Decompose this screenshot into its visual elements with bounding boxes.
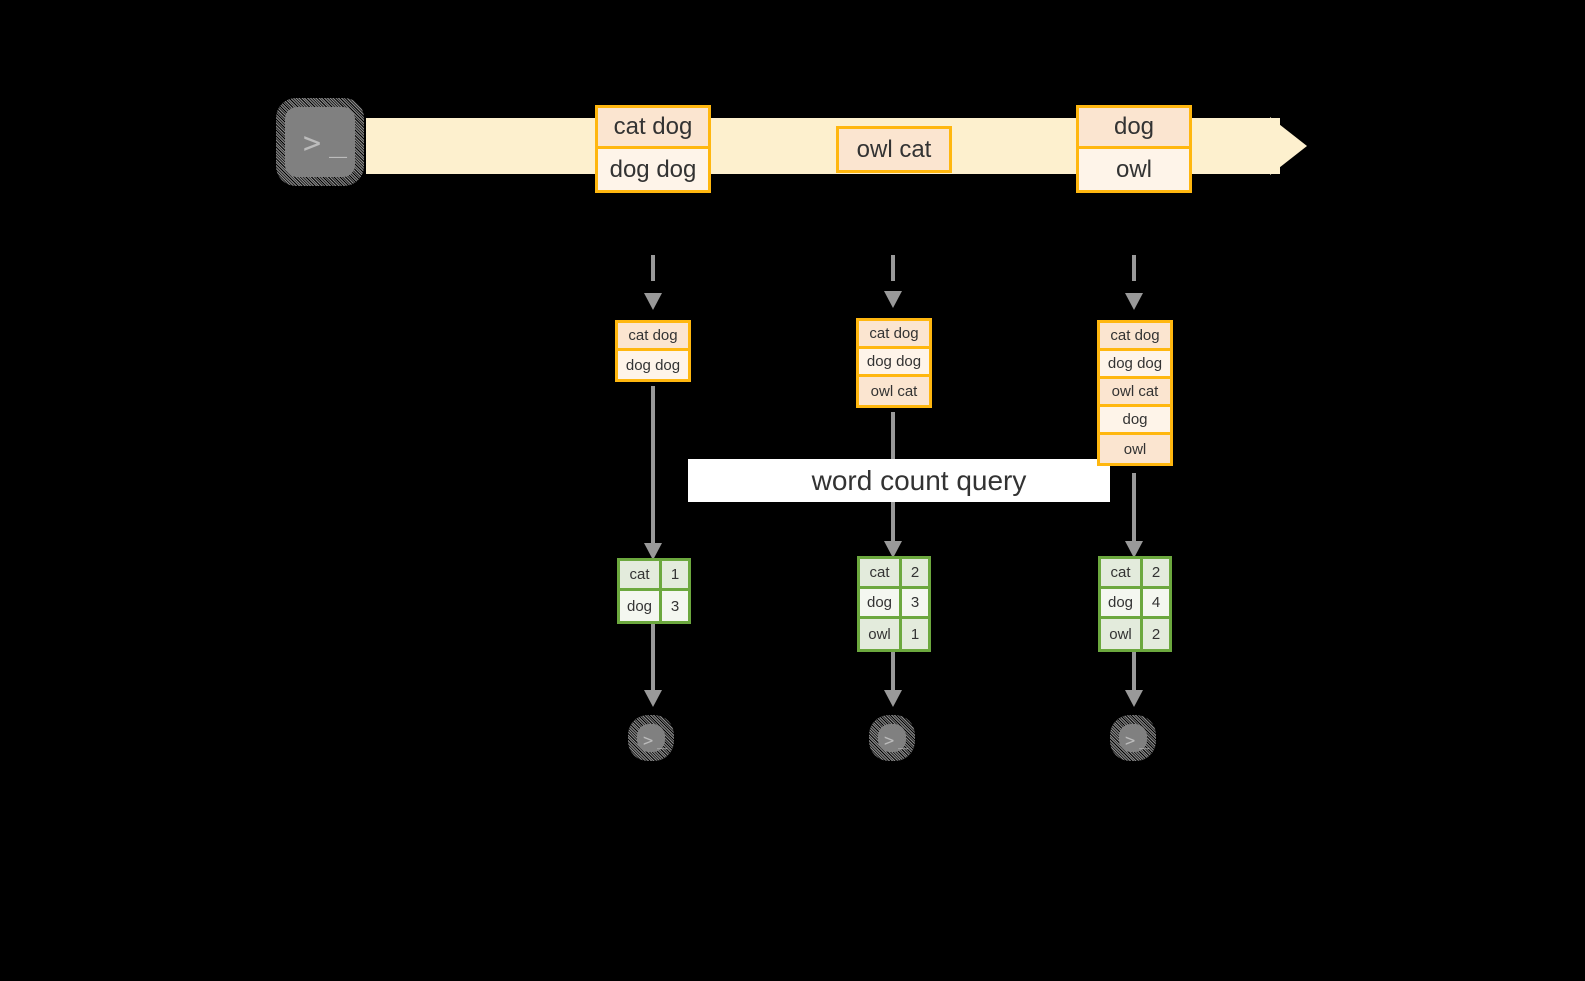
terminal-prompt-icon: > (303, 126, 322, 161)
state-2-line-1: cat dog (859, 321, 929, 349)
state-3-line-1: cat dog (1100, 323, 1170, 351)
table-row: owl 1 (860, 619, 928, 649)
sink-arrow-3-icon (1125, 690, 1143, 707)
query-line-3 (1132, 473, 1136, 543)
result-3-val-1: 2 (1143, 559, 1169, 586)
terminal-body (637, 724, 665, 752)
stream-batch-2-line-1: owl cat (839, 129, 949, 170)
state-1-line-2: dog dog (618, 351, 688, 379)
result-1-val-1: 1 (662, 561, 688, 588)
query-label-band: word count query (688, 459, 1110, 502)
result-1-val-2: 3 (662, 591, 688, 621)
result-table-2[interactable]: cat 2 dog 3 owl 1 (857, 556, 931, 652)
terminal-body (878, 724, 906, 752)
terminal-prompt-icon: > (643, 731, 654, 751)
result-3-val-3: 2 (1143, 619, 1169, 649)
table-row: dog 3 (620, 591, 688, 621)
sink-arrow-1-icon (644, 690, 662, 707)
stream-batch-3-line-2: owl (1079, 149, 1189, 190)
state-3-line-4: dog (1100, 407, 1170, 435)
result-2-val-3: 1 (902, 619, 928, 649)
drop-line-2 (891, 255, 895, 297)
state-2-line-3: owl cat (859, 377, 929, 405)
state-snapshot-1[interactable]: cat dog dog dog (615, 320, 691, 382)
result-3-key-1: cat (1101, 559, 1143, 586)
result-1-key-1: cat (620, 561, 662, 588)
query-arrow-2-icon (884, 541, 902, 558)
drop-line-1 (651, 255, 655, 297)
result-2-val-1: 2 (902, 559, 928, 586)
query-arrow-3-icon (1125, 541, 1143, 558)
terminal-prompt-icon: > (884, 731, 895, 751)
stream-batch-2[interactable]: owl cat (836, 126, 952, 173)
table-row: dog 3 (860, 589, 928, 619)
stream-batch-1[interactable]: cat dog dog dog (595, 105, 711, 193)
result-3-key-3: owl (1101, 619, 1143, 649)
state-snapshot-3[interactable]: cat dog dog dog owl cat dog owl (1097, 320, 1173, 466)
table-row: owl 2 (1101, 619, 1169, 649)
table-row: cat 1 (620, 561, 688, 591)
terminal-cursor-icon: _ (898, 730, 909, 750)
drop-arrow-2-icon (884, 291, 902, 308)
result-3-val-2: 4 (1143, 589, 1169, 616)
query-label-text: word count query (811, 464, 1027, 496)
stream-batch-1-line-1: cat dog (598, 108, 708, 149)
state-3-line-2: dog dog (1100, 351, 1170, 379)
result-1-key-2: dog (620, 591, 662, 621)
terminal-body (285, 107, 355, 177)
stream-batch-3[interactable]: dog owl (1076, 105, 1192, 193)
result-2-key-1: cat (860, 559, 902, 586)
result-table-1[interactable]: cat 1 dog 3 (617, 558, 691, 624)
query-line-1 (651, 386, 655, 546)
terminal-cursor-icon: _ (1139, 730, 1150, 750)
terminal-cursor-icon: _ (657, 730, 668, 750)
result-table-3[interactable]: cat 2 dog 4 owl 2 (1098, 556, 1172, 652)
sink-line-1 (651, 620, 655, 692)
sink-line-3 (1132, 650, 1136, 692)
drop-arrow-1-icon (644, 293, 662, 310)
state-3-line-5: owl (1100, 435, 1170, 463)
table-row: cat 2 (860, 559, 928, 589)
sink-terminal-3-icon[interactable]: > _ (1110, 715, 1156, 761)
result-2-key-2: dog (860, 589, 902, 616)
sink-terminal-1-icon[interactable]: > _ (628, 715, 674, 761)
sink-terminal-2-icon[interactable]: > _ (869, 715, 915, 761)
result-2-key-3: owl (860, 619, 902, 649)
terminal-body (1119, 724, 1147, 752)
result-3-key-2: dog (1101, 589, 1143, 616)
stream-batch-3-line-1: dog (1079, 108, 1189, 149)
query-arrow-1-icon (644, 543, 662, 560)
result-2-val-2: 3 (902, 589, 928, 616)
drop-arrow-3-icon (1125, 293, 1143, 310)
source-terminal-icon[interactable]: > _ (276, 98, 364, 186)
stream-arrow-head-icon (1270, 117, 1307, 175)
stream-batch-1-line-2: dog dog (598, 149, 708, 190)
terminal-prompt-icon: > (1125, 731, 1136, 751)
state-snapshot-2[interactable]: cat dog dog dog owl cat (856, 318, 932, 408)
drop-line-3 (1132, 255, 1136, 297)
sink-line-2 (891, 650, 895, 692)
sink-arrow-2-icon (884, 690, 902, 707)
state-3-line-3: owl cat (1100, 379, 1170, 407)
state-2-line-2: dog dog (859, 349, 929, 377)
terminal-cursor-icon: _ (329, 124, 348, 159)
table-row: dog 4 (1101, 589, 1169, 619)
state-1-line-1: cat dog (618, 323, 688, 351)
table-row: cat 2 (1101, 559, 1169, 589)
